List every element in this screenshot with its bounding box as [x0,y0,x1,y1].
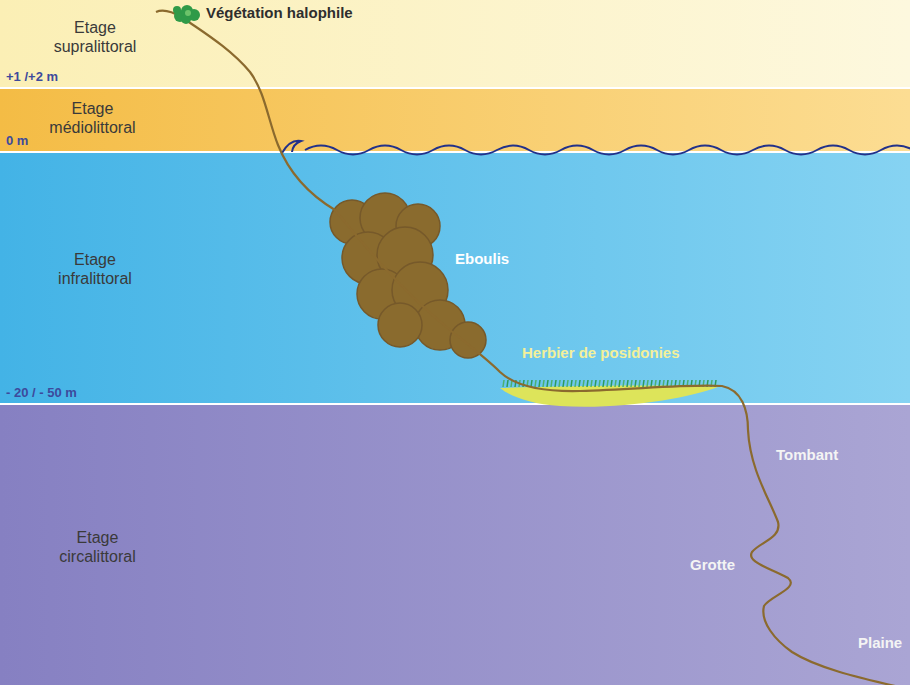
zone-label-box: Etage infralittoral [40,250,150,288]
depth-mark: 0 m [6,133,28,148]
feature-label: Grotte [690,556,735,573]
feature-label: Herbier de posidonies [522,344,680,361]
depth-mark: +1 /+2 m [6,69,58,84]
zone-separator [0,403,910,405]
zone-label-box: Etage circalittoral [40,528,155,566]
sea-surface-wave [305,146,910,155]
zone-separator [0,87,910,89]
zone-label-box: Etage médiolittoral [35,99,150,137]
zone-label-box: Etage supralittoral [40,18,150,56]
zone-band: Etage infralittoral [0,152,910,404]
zone-label: Etage infralittoral [58,251,132,287]
label-box: Eboulis [455,250,509,268]
label-box: 0 m [6,132,28,150]
zone-label: Etage médiolittoral [49,100,135,136]
feature-label: Plaine [858,634,902,651]
label-box: Plaine [858,634,902,652]
feature-label: Végétation halophile [206,4,353,21]
seabed-profile [156,11,910,685]
label-box: - 20 / - 50 m [6,384,77,402]
breaking-wave [282,141,301,153]
zone-band: Etage supralittoral [0,0,910,88]
label-box: Tombant [776,446,838,464]
halophile-plant [173,5,200,24]
zone-separator [0,151,910,153]
label-box: Végétation halophile [206,4,353,22]
posidonia-bed [500,385,718,406]
label-box: Grotte [690,556,735,574]
label-box: +1 /+2 m [6,68,58,86]
label-box: Herbier de posidonies [522,344,680,362]
zone-band: Etage médiolittoral [0,88,910,152]
feature-label: Eboulis [455,250,509,267]
zone-label: Etage circalittoral [59,529,135,565]
zone-band: Etage circalittoral [0,404,910,685]
depth-mark: - 20 / - 50 m [6,385,77,400]
zone-label: Etage supralittoral [54,19,137,55]
scree-blocks [330,193,486,358]
feature-label: Tombant [776,446,838,463]
